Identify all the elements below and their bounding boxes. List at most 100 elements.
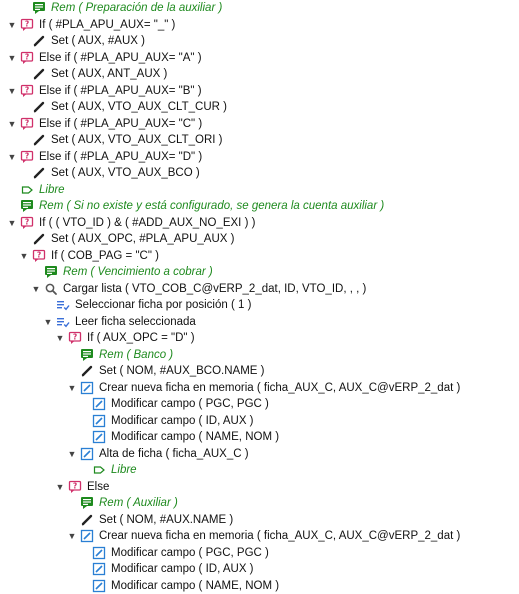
node-label: Else if ( #PLA_APU_AUX= "A" )	[39, 51, 202, 64]
rem-node[interactable]: Rem ( Vencimiento a cobrar )	[0, 264, 519, 280]
expand-toggle-icon[interactable]: ▼	[67, 448, 77, 459]
record-node[interactable]: Modificar campo ( ID, AUX )	[0, 561, 519, 577]
expand-toggle-icon[interactable]: ▼	[19, 250, 29, 261]
node-label: Rem ( Banco )	[99, 348, 174, 361]
expand-toggle-icon[interactable]: ▼	[7, 151, 17, 162]
record-node[interactable]: ▼ Alta de ficha ( ficha_AUX_C )	[0, 446, 519, 462]
libre-node[interactable]: Libre	[0, 462, 519, 478]
set-node[interactable]: Set ( AUX, ANT_AUX )	[0, 66, 519, 82]
condition-icon: ?	[20, 150, 34, 164]
edit-square-icon	[92, 397, 106, 411]
record-node[interactable]: ▼ Crear nueva ficha en memoria ( ficha_AU…	[0, 380, 519, 396]
record-node[interactable]: Modificar campo ( NAME, NOM )	[0, 429, 519, 445]
pencil-icon	[32, 34, 46, 48]
expand-toggle-icon[interactable]: ▼	[7, 85, 17, 96]
set-node[interactable]: Set ( NOM, #AUX.NAME )	[0, 512, 519, 528]
if-node[interactable]: ▼?If ( COB_PAG = "C" )	[0, 248, 519, 264]
expand-toggle-icon[interactable]: ▼	[67, 382, 77, 393]
node-label: Modificar campo ( PGC, PGC )	[111, 398, 269, 410]
svg-text:?: ?	[73, 333, 77, 342]
node-label: Rem ( Si no existe y está configurado, s…	[39, 200, 385, 212]
svg-text:?: ?	[25, 85, 29, 94]
tag-icon	[92, 463, 106, 477]
svg-text:?: ?	[25, 19, 29, 28]
set-node[interactable]: Set ( AUX_OPC, #PLA_APU_AUX )	[0, 231, 519, 247]
comment-icon	[80, 496, 94, 510]
libre-node[interactable]: Libre	[0, 182, 519, 198]
if-node[interactable]: ▼? Else if ( #PLA_APU_AUX= "A" )	[0, 50, 519, 66]
expand-toggle-icon[interactable]: ▼	[67, 531, 77, 541]
node-label: Cargar lista ( VTO_COB_C@vERP_2_dat, ID,…	[63, 282, 367, 295]
expand-toggle-icon[interactable]: ▼	[7, 217, 17, 228]
select-node[interactable]: ▼Leer ficha seleccionada	[0, 314, 519, 330]
expand-toggle-icon[interactable]: ▼	[43, 316, 53, 327]
node-label: Alta de ficha ( ficha_AUX_C )	[99, 447, 249, 460]
if-node[interactable]: ▼? Else	[0, 479, 519, 495]
expand-toggle-icon[interactable]: ▼	[55, 481, 65, 492]
expand-toggle-icon[interactable]: ▼	[31, 283, 41, 294]
record-node[interactable]: Modificar campo ( ID, AUX )	[0, 413, 519, 429]
condition-icon: ?	[20, 84, 34, 98]
select-list-icon	[56, 315, 70, 329]
node-label: Set ( AUX, VTO_AUX_BCO )	[51, 167, 200, 179]
comment-icon	[80, 348, 94, 362]
tag-icon	[20, 183, 34, 197]
record-node[interactable]: Modificar campo ( NAME, NOM )	[0, 578, 519, 594]
rem-node[interactable]: Rem ( Si no existe y está configurado, s…	[0, 198, 519, 214]
expand-toggle-icon[interactable]: ▼	[55, 333, 65, 343]
condition-icon: ?	[20, 51, 34, 65]
pencil-icon	[32, 166, 46, 180]
expand-toggle-icon[interactable]: ▼	[7, 19, 17, 30]
node-label: Set ( AUX, #AUX )	[51, 35, 145, 47]
if-node[interactable]: ▼?Else if ( #PLA_APU_AUX= "C" )	[0, 116, 519, 132]
node-label: Set ( NOM, #AUX_BCO.NAME )	[99, 365, 265, 377]
node-label: Modificar campo ( NAME, NOM )	[111, 431, 280, 443]
set-node[interactable]: Set ( AUX, #AUX )	[0, 33, 519, 49]
svg-text:?: ?	[25, 52, 29, 61]
edit-square-icon	[92, 430, 106, 444]
node-label: Set ( NOM, #AUX.NAME )	[99, 513, 234, 526]
node-label: Rem ( Auxiliar )	[99, 497, 178, 509]
node-label: Else if ( #PLA_APU_AUX= "D" )	[39, 150, 203, 163]
rem-node[interactable]: Rem ( Preparación de la auxiliar )	[0, 0, 519, 16]
condition-icon: ?	[20, 18, 34, 32]
if-node[interactable]: ▼? If ( AUX_OPC = "D" )	[0, 330, 519, 346]
select-node[interactable]: Seleccionar ficha por posición ( 1 )	[0, 297, 519, 313]
record-node[interactable]: Modificar campo ( PGC, PGC )	[0, 396, 519, 412]
if-node[interactable]: ▼? Else if ( #PLA_APU_AUX= "D" )	[0, 149, 519, 165]
node-label: Modificar campo ( ID, AUX )	[111, 563, 254, 575]
expand-toggle-icon[interactable]: ▼	[7, 52, 17, 63]
node-label: Modificar campo ( NAME, NOM )	[111, 579, 280, 592]
set-node[interactable]: Set ( NOM, #AUX_BCO.NAME )	[0, 363, 519, 379]
rem-node[interactable]: Rem ( Banco )	[0, 347, 519, 363]
edit-square-icon	[92, 562, 106, 576]
node-label: Rem ( Vencimiento a cobrar )	[63, 266, 213, 278]
node-label: Crear nueva ficha en memoria ( ficha_AUX…	[99, 530, 461, 542]
record-node[interactable]: ▼ Crear nueva ficha en memoria ( ficha_AU…	[0, 528, 519, 544]
node-label: Set ( AUX, VTO_AUX_CLT_CUR )	[51, 101, 227, 113]
node-label: Modificar campo ( PGC, PGC )	[111, 546, 269, 559]
node-label: Else if ( #PLA_APU_AUX= "C" )	[39, 117, 203, 130]
search-icon	[44, 282, 58, 296]
set-node[interactable]: Set ( AUX, VTO_AUX_CLT_ORI )	[0, 132, 519, 148]
condition-icon: ?	[68, 331, 82, 345]
node-label: Set ( AUX, ANT_AUX )	[51, 68, 168, 80]
record-node[interactable]: Modificar campo ( PGC, PGC )	[0, 545, 519, 561]
if-node[interactable]: ▼?If ( ( VTO_ID ) & ( #ADD_AUX_NO_EXI ) …	[0, 215, 519, 231]
edit-square-icon	[80, 381, 94, 395]
svg-text:?: ?	[73, 481, 77, 490]
if-node[interactable]: ▼?Else if ( #PLA_APU_AUX= "B" )	[0, 83, 519, 99]
set-node[interactable]: Set ( AUX, VTO_AUX_BCO )	[0, 165, 519, 181]
expand-toggle-icon[interactable]: ▼	[7, 118, 17, 129]
node-label: If ( AUX_OPC = "D" )	[87, 332, 195, 344]
set-node[interactable]: Set ( AUX, VTO_AUX_CLT_CUR )	[0, 99, 519, 115]
node-label: Crear nueva ficha en memoria ( ficha_AUX…	[99, 381, 461, 394]
condition-icon: ?	[68, 480, 82, 494]
edit-square-icon	[92, 546, 106, 560]
pencil-icon	[80, 364, 94, 378]
rem-node[interactable]: Rem ( Auxiliar )	[0, 495, 519, 511]
condition-icon: ?	[20, 216, 34, 230]
node-label: Else	[87, 480, 110, 493]
load-list-node[interactable]: ▼ Cargar lista ( VTO_COB_C@vERP_2_dat, ID…	[0, 281, 519, 297]
if-node[interactable]: ▼?If ( #PLA_APU_AUX= "_" )	[0, 17, 519, 33]
